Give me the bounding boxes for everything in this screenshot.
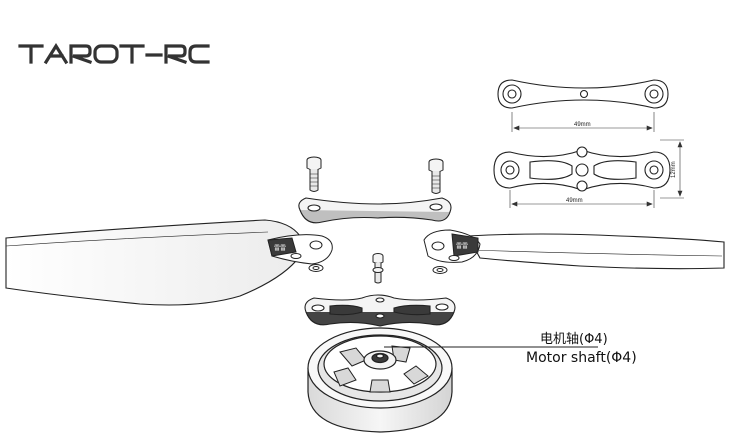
center-screw: [372, 253, 384, 284]
right-washers: [432, 255, 460, 274]
right-blade-hub: 雷雷: [423, 229, 481, 263]
svg-text:雷雷: 雷雷: [456, 243, 468, 250]
left-propeller-blade: [5, 219, 301, 306]
upper-screw-left: [306, 156, 322, 192]
upper-screw-right: [428, 158, 444, 194]
upper-clamp-plate: [298, 197, 452, 224]
bottom-plate-dimension: [509, 139, 684, 208]
lower-clamp-plate: [304, 294, 456, 327]
motor-shaft-label-cn: 电机轴(Φ4): [540, 332, 608, 347]
svg-text:雷雷: 雷雷: [274, 245, 286, 252]
motor: [307, 327, 453, 433]
tarot-rc-logo: [18, 42, 210, 65]
bottom-plate-height-label: 12mm: [671, 161, 677, 178]
bottom-plate-detail: [493, 146, 671, 192]
right-propeller-blade: [467, 233, 725, 270]
bottom-plate-width-label: 49mm: [566, 198, 583, 204]
top-plate-width-label: 49mm: [574, 122, 591, 128]
top-plate-detail: [497, 79, 669, 109]
top-plate-dimension: [511, 112, 655, 132]
left-blade-hub: 雷雷: [267, 234, 333, 265]
left-washers: [290, 253, 324, 272]
motor-shaft-label-en: Motor shaft(Φ4): [526, 350, 637, 366]
